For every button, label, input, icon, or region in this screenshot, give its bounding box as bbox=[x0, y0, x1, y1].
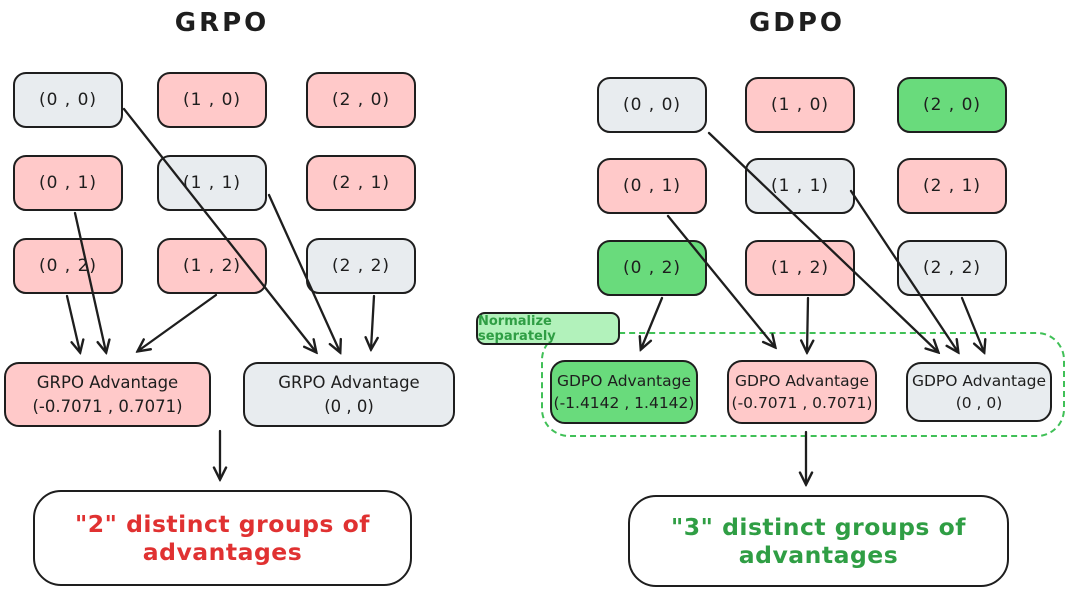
grpo-advantage-box-zero-value: (0 , 0) bbox=[324, 396, 374, 416]
gdpo-advantage-box-green-title: GDPO Advantage bbox=[556, 371, 692, 390]
gdpo-advantage-box-green: GDPO Advantage (-1.4142 , 1.4142) bbox=[550, 360, 698, 424]
gdpo-advantage-box-zero-title: GDPO Advantage bbox=[911, 371, 1047, 390]
grpo-conclusion-box: "2" distinct groups of advantages bbox=[33, 490, 412, 586]
grpo-advantage-box-zero: GRPO Advantage (0 , 0) bbox=[243, 362, 455, 427]
gdpo-advantage-box-mixed-title: GDPO Advantage bbox=[734, 371, 870, 390]
arrow-grpo-0-2-to-mixed-advantage bbox=[65, 294, 80, 352]
gdpo-reward-box-0-2: (0 , 2) bbox=[597, 240, 707, 296]
grpo-reward-box-2-1: (2 , 1) bbox=[306, 155, 416, 211]
grpo-advantage-box-mixed: GRPO Advantage (-0.7071 , 0.7071) bbox=[4, 362, 211, 427]
gdpo-conclusion-text: "3" distinct groups of advantages bbox=[671, 513, 966, 569]
gdpo-advantage-box-mixed: GDPO Advantage (-0.7071 , 0.7071) bbox=[727, 360, 877, 424]
grpo-advantage-box-zero-title: GRPO Advantage bbox=[278, 372, 420, 392]
arrow-grpo-1-2-to-mixed-advantage bbox=[138, 293, 218, 351]
gdpo-reward-box-2-0: (2 , 0) bbox=[897, 77, 1007, 133]
gdpo-reward-box-0-0: (0 , 0) bbox=[597, 77, 707, 133]
grpo-reward-box-2-0: (2 , 0) bbox=[306, 72, 416, 128]
grpo-title: GRPO bbox=[174, 8, 270, 38]
normalize-separately-label: Normalize separately bbox=[476, 312, 620, 345]
gdpo-reward-box-1-0: (1 , 0) bbox=[745, 77, 855, 133]
grpo-reward-box-1-2: (1 , 2) bbox=[157, 238, 267, 294]
gdpo-reward-box-1-1: (1 , 1) bbox=[745, 158, 855, 214]
gdpo-conclusion-box: "3" distinct groups of advantages bbox=[628, 495, 1009, 587]
gdpo-reward-box-2-2: (2 , 2) bbox=[897, 240, 1007, 296]
gdpo-advantage-box-green-value: (-1.4142 , 1.4142) bbox=[553, 394, 695, 412]
normalize-separately-text: Normalize separately bbox=[478, 313, 556, 344]
gdpo-reward-box-0-1: (0 , 1) bbox=[597, 158, 707, 214]
arrow-grpo-0-0-to-zero-advantage bbox=[122, 107, 316, 352]
grpo-reward-box-0-0: (0 , 0) bbox=[13, 72, 123, 128]
gdpo-advantage-box-mixed-value: (-0.7071 , 0.7071) bbox=[731, 394, 873, 412]
grpo-reward-box-1-1: (1 , 1) bbox=[157, 155, 267, 211]
grpo-advantage-box-mixed-title: GRPO Advantage bbox=[36, 372, 179, 392]
gdpo-reward-box-2-1: (2 , 1) bbox=[897, 158, 1007, 214]
grpo-conclusion-text: "2" distinct groups of advantages bbox=[75, 510, 370, 566]
grpo-advantage-box-mixed-value: (-0.7071 , 0.7071) bbox=[32, 396, 183, 416]
gdpo-advantage-box-zero-value: (0 , 0) bbox=[955, 394, 1003, 412]
gdpo-advantage-box-zero: GDPO Advantage (0 , 0) bbox=[906, 362, 1052, 422]
gdpo-reward-box-1-2: (1 , 2) bbox=[745, 240, 855, 296]
arrow-grpo-2-2-to-zero-advantage bbox=[371, 294, 374, 349]
grpo-reward-box-0-1: (0 , 1) bbox=[13, 155, 123, 211]
grpo-reward-box-2-2: (2 , 2) bbox=[306, 238, 416, 294]
grpo-reward-box-0-2: (0 , 2) bbox=[13, 238, 123, 294]
grpo-reward-box-1-0: (1 , 0) bbox=[157, 72, 267, 128]
gdpo-title: GDPO bbox=[748, 8, 846, 38]
